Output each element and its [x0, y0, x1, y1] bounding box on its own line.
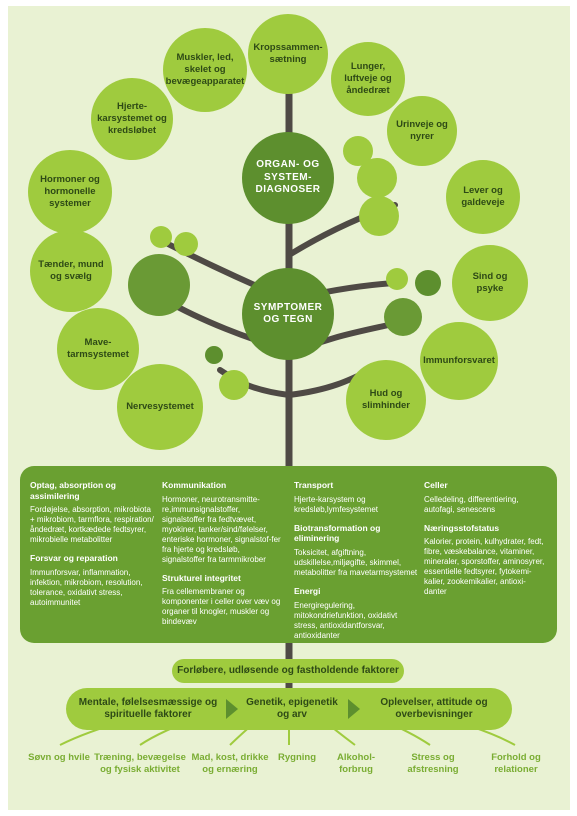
section-title: Næringsstofstatus	[424, 522, 500, 533]
roots-bar-item-experiences: Oplevelser, attitude og overbevisninger	[364, 690, 504, 728]
decorative-circle	[174, 232, 198, 256]
section-text: Celledeling, differentiering, autofagi, …	[424, 494, 519, 514]
root-text: Mad, kost, drikke og ernæring	[191, 752, 269, 775]
circle-label: Lever og galdeveje	[461, 185, 505, 208]
organ-system-diagnoses-circle: ORGAN- OG SYSTEM-DIAGNOSER	[242, 132, 334, 224]
decorative-circle	[150, 226, 172, 248]
decorative-circle	[219, 370, 249, 400]
circle-mind: Sind og psyke	[452, 245, 528, 321]
decorative-circle	[357, 158, 397, 198]
center-label: SYMPTOMER OG TEGN	[253, 301, 323, 326]
root-text: Søvn og hvile	[28, 752, 90, 763]
circle-mouth: Tænder, mund og svælg	[30, 230, 112, 312]
circle-skin: Hud og slimhinder	[346, 360, 426, 440]
root-label-alcohol: Alkohol-forbrug	[326, 752, 386, 776]
decorative-circle	[359, 196, 399, 236]
decorative-circle	[415, 270, 441, 296]
circle-label: Tænder, mund og svælg	[38, 259, 104, 282]
circle-label: Mave-tarmsystemet	[67, 337, 129, 360]
circle-label: Lunger, luftveje og åndedræt	[344, 61, 392, 96]
circle-label: Sind og psyke	[472, 271, 508, 294]
section-title: Energi	[294, 585, 321, 596]
circle-label: Kropssammen-sætning	[253, 42, 323, 65]
root-text: Rygning	[278, 752, 316, 763]
root-text: Alkohol-forbrug	[337, 752, 375, 775]
circle-label: Hormoner og hormonelle systemer	[40, 174, 100, 209]
decorative-circle	[386, 268, 408, 290]
section-text: Fordøjelse, absorption, mikrobiota + mik…	[30, 505, 154, 545]
root-label-relations: Forhold og relationer	[478, 752, 554, 776]
circle-nervous: Nervesystemet	[117, 364, 203, 450]
circle-urinary: Urinveje og nyrer	[387, 96, 457, 166]
section-title: Kommunikation	[162, 480, 227, 490]
factors-label: Forløbere, udløsende og fastholdende fak…	[177, 665, 399, 676]
section-text: Fra cellemembraner og komponenter i cell…	[162, 587, 281, 627]
root-text: Træning, bevægelse og fysisk aktivitet	[94, 752, 186, 775]
circle-label: Hjerte-karsystemet og kredsløbet	[97, 101, 167, 136]
circle-label: Immunforsvaret	[423, 355, 495, 367]
section-title: Transport	[294, 480, 334, 490]
roots-bar-label: Genetik, epigenetik og arv	[246, 697, 338, 720]
circle-body-composition: Kropssammen-sætning	[248, 14, 328, 94]
section-text: Toksicitet, afgiftning, udskillelse,milj…	[294, 547, 418, 577]
section-title: Biotransformation og eliminering	[294, 522, 381, 544]
root-label-exercise: Træning, bevægelse og fysisk aktivitet	[92, 752, 188, 776]
roots-bar-item-mental: Mentale, følelsesmæssige og spirituelle …	[78, 690, 218, 728]
root-text: Stress og afstresning	[407, 752, 459, 775]
section-title: Celler	[424, 480, 448, 490]
section-text: Immunforsvar, inflammation, infektion, m…	[30, 567, 143, 607]
section-title: Strukturel integritet	[162, 572, 241, 583]
circle-liver: Lever og galdeveje	[446, 160, 520, 234]
root-label-stress: Stress og afstresning	[396, 752, 470, 776]
functional-areas-panel: Optag, absorption og assimilering Fordøj…	[20, 466, 557, 643]
root-label-smoking: Rygning	[270, 752, 324, 764]
panel-column-1: Optag, absorption og assimilering Fordøj…	[30, 480, 155, 616]
roots-bar-label: Mentale, følelsesmæssige og spirituelle …	[78, 697, 218, 720]
root-label-sleep: Søvn og hvile	[24, 752, 94, 764]
roots-bar	[66, 688, 512, 730]
circle-label: Hud og slimhinder	[361, 388, 411, 411]
decorative-circle	[384, 298, 422, 336]
roots-bar-label: Oplevelser, attitude og overbevisninger	[380, 697, 488, 720]
panel-column-2: Kommunikation Hormoner, neurotransmitte-…	[162, 480, 284, 635]
circle-gut: Mave-tarmsystemet	[57, 308, 139, 390]
circle-lungs: Lunger, luftveje og åndedræt	[331, 42, 405, 116]
section-title: Optag, absorption og assimilering	[30, 480, 116, 501]
circle-label: Nervesystemet	[126, 401, 194, 413]
circle-label: Muskler, led, skelet og bevægeapparatet	[165, 52, 245, 87]
decorative-circle	[128, 254, 190, 316]
roots-bar-item-genetics: Genetik, epigenetik og arv	[244, 690, 340, 728]
circle-immune: Immunforsvaret	[420, 322, 498, 400]
root-text: Forhold og relationer	[491, 752, 541, 775]
circle-heart: Hjerte-karsystemet og kredsløbet	[91, 78, 173, 160]
panel-column-3: Transport Hjerte-karsystem og kredsløb,l…	[294, 480, 422, 649]
section-text: Energiregulering, mitokondriefunktion, o…	[294, 600, 398, 640]
circle-hormones: Hormoner og hormonelle systemer	[28, 150, 112, 234]
circle-muscles: Muskler, led, skelet og bevægeapparatet	[163, 28, 247, 112]
decorative-circle	[205, 346, 223, 364]
section-text: Hormoner, neurotransmitte-re,immunsignal…	[162, 494, 281, 564]
center-label: ORGAN- OG SYSTEM-DIAGNOSER	[255, 159, 321, 196]
section-title: Forsvar og reparation	[30, 553, 118, 564]
panel-column-4: Celler Celledeling, differentiering, aut…	[424, 480, 548, 605]
section-text: Hjerte-karsystem og kredsløb,lymfesystem…	[294, 494, 379, 514]
symptoms-signs-circle: SYMPTOMER OG TEGN	[242, 268, 334, 360]
circle-label: Urinveje og nyrer	[396, 119, 448, 142]
factors-bar: Forløbere, udløsende og fastholdende fak…	[172, 659, 404, 683]
arrow-right-icon	[348, 699, 360, 719]
section-text: Kalorier, protein, kulhydrater, fedt, fi…	[424, 537, 545, 597]
arrow-right-icon	[226, 699, 238, 719]
root-label-diet: Mad, kost, drikke og ernæring	[190, 752, 270, 776]
